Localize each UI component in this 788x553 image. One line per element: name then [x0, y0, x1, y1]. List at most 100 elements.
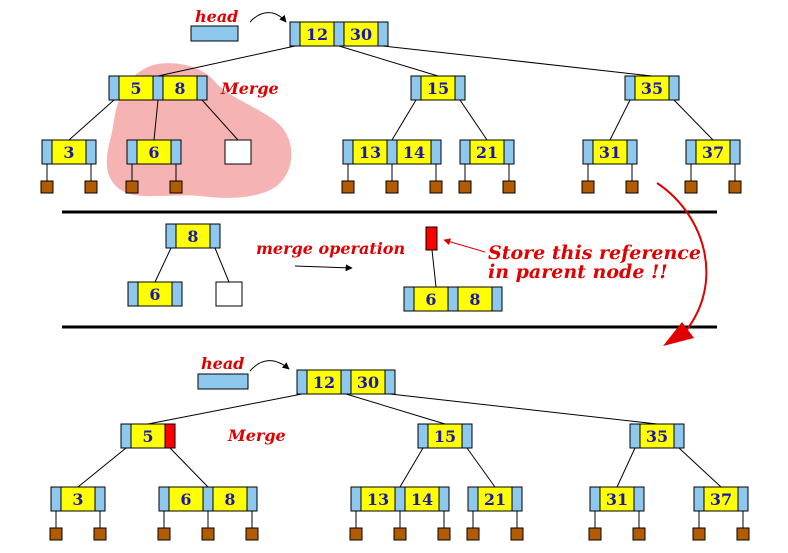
bottom-leaf-node-0-key-0: 3 [72, 490, 83, 509]
top-internal-node-1: 15 [410, 75, 466, 101]
top-root-edge-2 [382, 45, 653, 77]
top-leaf-node-3-key-1: 14 [403, 143, 425, 162]
top-leaf-node-4-pointer-0 [459, 139, 471, 165]
bottom-root-node-key-cell-0 [306, 369, 342, 395]
top-leaf-node-0-pointer-1 [85, 139, 97, 165]
bottom-leaf-5-record-0 [692, 527, 706, 541]
top-leaf-node-5-pointer-1 [626, 139, 638, 165]
bottom-internal-node-1-pointer-0 [417, 423, 429, 449]
top-leaf-node-2-empty-slot [224, 139, 252, 165]
top-leaf-node-6-key-0: 37 [702, 143, 724, 162]
bottom-leaf-node-1-pointer-2 [246, 486, 258, 512]
reference-link [431, 249, 437, 288]
bottom-internal-node-2: 35 [629, 423, 685, 449]
top-leaf-node-4-pointer-1 [503, 139, 515, 165]
top-internal-node-2-key-0: 35 [641, 79, 663, 98]
bottom-internal-node-2-key-cell-0 [639, 423, 675, 449]
middle-empty-node-empty-slot [215, 281, 243, 307]
bottom-internal-node-2-pointer-1 [673, 423, 685, 449]
head-pointer-top [190, 25, 239, 42]
middle-parent-node-pointer-0 [165, 223, 177, 249]
head-pointer-bottom [197, 373, 249, 390]
top-internal-node-2-pointer-0 [624, 75, 636, 101]
middle-empty-node [215, 281, 243, 307]
middle-merged-node-pointer-2 [491, 286, 503, 312]
bottom-root-edge-1 [345, 393, 446, 425]
top-internal-node-0-key-cell-1 [162, 75, 198, 101]
bottom-leaf-node-2: 13 14 [350, 486, 450, 512]
bottom-leaf-node-0: 3 [50, 486, 106, 512]
top-leaf-node-3-pointer-1 [386, 139, 398, 165]
bottom-leaf-node-5-key-cell-0 [703, 486, 739, 512]
middle-parent-node: 8 [165, 223, 221, 249]
middle-merged-node-pointer-1 [447, 286, 459, 312]
top-internal-edge-0-2 [201, 99, 239, 141]
bottom-leaf-node-2-pointer-2 [438, 486, 450, 512]
bottom-root-node-key-0: 12 [313, 373, 335, 392]
bottom-leaf-node-3-key-0: 21 [484, 490, 506, 509]
top-internal-node-0-pointer-1 [152, 75, 164, 101]
middle-left-node-pointer-1 [171, 281, 183, 307]
bottom-leaf-node-2-key-cell-1 [404, 486, 440, 512]
top-leaf-4-record-0 [458, 180, 472, 194]
bottom-leaf-node-1-key-1: 8 [224, 490, 235, 509]
bottom-leaf-node-5-key-0: 37 [710, 490, 732, 509]
top-leaf-node-1-key-0: 6 [148, 143, 159, 162]
bottom-leaf-4-record-1 [632, 527, 646, 541]
bottom-leaf-node-1-key-0: 6 [180, 490, 191, 509]
bottom-leaf-2-record-2 [437, 527, 451, 541]
top-internal-edge-2-0 [609, 99, 631, 141]
top-internal-node-0-key-cell-0 [118, 75, 154, 101]
bottom-internal-edge-1-0 [399, 447, 424, 488]
bottom-leaf-node-3: 21 [467, 486, 523, 512]
bottom-root-node-pointer-1 [340, 369, 352, 395]
bottom-root-edge-0 [147, 393, 303, 425]
top-internal-edge-1-1 [459, 99, 488, 141]
bottom-root-edge-2 [389, 393, 658, 425]
bottom-leaf-3-record-1 [510, 527, 524, 541]
bottom-leaf-node-0-pointer-0 [50, 486, 62, 512]
top-leaf-node-0: 3 [41, 139, 97, 165]
merge-operation-arrow [294, 264, 353, 272]
bottom-internal-node-0-key-cell-0 [130, 423, 166, 449]
top-internal-node-2-pointer-1 [668, 75, 680, 101]
red-reference-box [425, 226, 438, 251]
merge-label-top: Merge [220, 79, 279, 98]
middle-edge-left [154, 247, 172, 283]
top-leaf-node-5-pointer-0 [582, 139, 594, 165]
top-internal-node-2-key-cell-0 [634, 75, 670, 101]
bottom-leaf-node-2-key-1: 14 [411, 490, 433, 509]
bottom-leaf-2-record-0 [349, 527, 363, 541]
top-leaf-node-1-pointer-0 [126, 139, 138, 165]
bottom-internal-edge-0-0 [77, 447, 127, 488]
bottom-internal-node-0-key-0: 5 [142, 427, 153, 446]
bottom-leaf-node-1-key-cell-1 [212, 486, 248, 512]
bottom-internal-node-1-key-0: 15 [434, 427, 456, 446]
top-internal-edge-0-1 [153, 99, 159, 141]
top-internal-node-0-key-0: 5 [130, 79, 141, 98]
middle-left-node-pointer-0 [127, 281, 139, 307]
store-reference-label-line2: in parent node !! [488, 261, 668, 283]
bottom-leaf-node-4-pointer-1 [633, 486, 645, 512]
bottom-internal-edge-0-1 [169, 447, 209, 488]
top-root-node-pointer-0 [289, 21, 301, 47]
bottom-leaf-node-2-key-0: 13 [367, 490, 389, 509]
top-leaf-3-record-0 [341, 180, 355, 194]
top-internal-node-1-key-0: 15 [427, 79, 449, 98]
merge-operation-label: merge operation [256, 239, 405, 258]
bottom-root-node-key-1: 30 [357, 373, 379, 392]
top-leaf-node-0-key-0: 3 [63, 143, 74, 162]
bottom-leaf-0-record-1 [93, 527, 107, 541]
top-leaf-node-0-key-cell-0 [51, 139, 87, 165]
top-root-node-pointer-2 [377, 21, 389, 47]
top-leaf-node-6-pointer-0 [685, 139, 697, 165]
top-leaf-node-4: 21 [459, 139, 515, 165]
top-leaf-3-record-1 [385, 180, 399, 194]
middle-merged-node-key-cell-1 [457, 286, 493, 312]
bottom-internal-node-1: 15 [417, 423, 473, 449]
bottom-leaf-node-0-pointer-1 [94, 486, 106, 512]
